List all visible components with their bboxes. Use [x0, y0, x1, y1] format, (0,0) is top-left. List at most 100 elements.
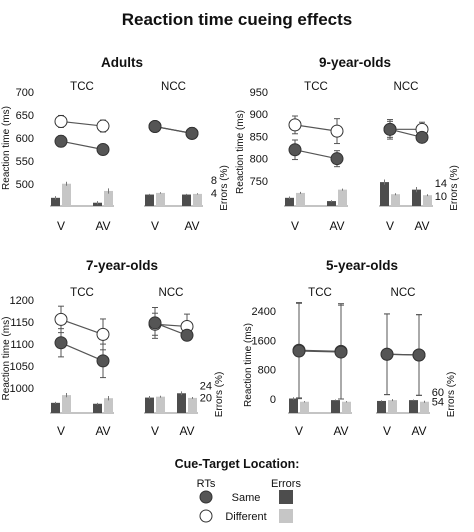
- category-label: AV: [95, 424, 110, 438]
- rt-point-same: [54, 134, 68, 148]
- error-bar-same: [331, 400, 340, 413]
- rt-point-same: [96, 143, 110, 156]
- category-label: AV: [184, 219, 199, 233]
- error-bar-same: [51, 197, 60, 206]
- error-bar-same: [409, 400, 418, 413]
- category-label: AV: [411, 424, 426, 438]
- rt-point-same: [288, 143, 302, 157]
- error-bar-different: [104, 190, 113, 206]
- error-tick-label: 8: [211, 175, 217, 187]
- rt-point-same: [185, 126, 199, 140]
- error-bar-same: [377, 400, 386, 413]
- rt-tick-label: 800: [258, 365, 276, 377]
- rt-line-same: [60, 342, 104, 362]
- error-bar-different: [338, 189, 347, 206]
- error-bar-different: [423, 195, 432, 206]
- error-tick-label: 60: [432, 387, 444, 399]
- error-bar-different: [62, 395, 71, 413]
- category-label: AV: [179, 424, 194, 438]
- rt-tick-label: 1100: [10, 339, 34, 351]
- rt-tick-label: 950: [250, 87, 268, 99]
- legend: Cue-Target Location: RTs Errors Same Dif…: [175, 457, 301, 523]
- rt-tick-label: 650: [16, 110, 34, 122]
- category-label: V: [57, 219, 65, 233]
- rt-point-same: [54, 336, 68, 350]
- rt-tick-label: 1050: [10, 361, 34, 373]
- panel-title: Adults: [101, 55, 143, 70]
- rt-tick-label: 1150: [10, 317, 34, 329]
- rt-point-same: [330, 152, 344, 166]
- error-bar-different: [342, 401, 351, 413]
- rt-point-different: [54, 114, 68, 128]
- subpanel-label: NCC: [394, 81, 419, 93]
- category-label: AV: [414, 219, 429, 233]
- error-axis-label: Errors (%): [214, 372, 225, 418]
- rt-tick-label: 0: [270, 394, 276, 406]
- error-tick-label: 4: [211, 188, 217, 200]
- error-bar-different: [193, 193, 202, 206]
- rt-tick-label: 1000: [10, 383, 34, 395]
- panel-title: 5-year-olds: [326, 258, 398, 273]
- panel-2: 7-year-olds10001050110011501200Reaction …: [1, 258, 225, 438]
- category-label: AV: [95, 219, 110, 233]
- rt-point-same: [292, 344, 306, 358]
- subpanel-label: TCC: [70, 287, 94, 299]
- subpanel-TCC: TCC V AV: [50, 287, 114, 438]
- legend-col-rts: RTs: [197, 478, 216, 490]
- error-bar-same: [177, 393, 186, 413]
- rt-tick-label: 500: [16, 179, 34, 191]
- error-axis-label: Errors (%): [449, 165, 460, 211]
- rt-tick-label: 600: [16, 133, 34, 145]
- rt-line-different: [60, 120, 104, 127]
- error-bar-same: [285, 197, 294, 206]
- error-bar-same: [93, 202, 102, 206]
- rt-point-same: [96, 354, 110, 368]
- error-axis-label: Errors (%): [219, 165, 230, 211]
- legend-same-label: Same: [232, 492, 261, 504]
- category-label: V: [151, 424, 159, 438]
- error-bar-different: [420, 401, 429, 413]
- error-bar-different: [296, 192, 305, 206]
- rt-line-same: [294, 149, 338, 160]
- rt-tick-label: 2400: [252, 306, 276, 318]
- error-bar-same: [93, 403, 102, 413]
- error-tick-label: 54: [432, 397, 444, 409]
- subpanel-label: TCC: [308, 287, 332, 299]
- panel-title: 9-year-olds: [319, 55, 391, 70]
- rt-line-same: [60, 140, 104, 151]
- subpanel-label: TCC: [70, 81, 94, 93]
- error-bar-different: [156, 396, 165, 413]
- category-label: V: [383, 424, 391, 438]
- error-axis-label: Errors (%): [446, 372, 457, 418]
- rt-point-different: [54, 312, 68, 326]
- rt-tick-label: 850: [250, 131, 268, 143]
- category-label: AV: [329, 219, 344, 233]
- rt-line-different: [294, 124, 338, 132]
- rt-point-different: [96, 327, 110, 341]
- rt-point-same: [148, 316, 162, 330]
- rt-tick-label: 550: [16, 156, 34, 168]
- legend-col-errors: Errors: [271, 478, 301, 490]
- error-bar-different: [104, 398, 113, 413]
- category-label: V: [57, 424, 65, 438]
- category-label: V: [151, 219, 159, 233]
- subpanel-TCC: TCC V AV: [50, 81, 114, 233]
- subpanel-label: TCC: [304, 81, 328, 93]
- legend-different-swatch: [279, 509, 293, 523]
- legend-title: Cue-Target Location:: [175, 457, 300, 471]
- subpanel-label: NCC: [161, 81, 186, 93]
- rt-tick-label: 1600: [252, 335, 276, 347]
- error-bar-same: [145, 194, 154, 206]
- rt-axis-label: Reaction time (ms): [1, 317, 12, 401]
- legend-different-label: Different: [225, 511, 266, 523]
- error-bar-same: [145, 397, 154, 413]
- category-label: AV: [333, 424, 348, 438]
- error-tick-label: 24: [200, 380, 212, 392]
- rt-point-same: [334, 345, 348, 359]
